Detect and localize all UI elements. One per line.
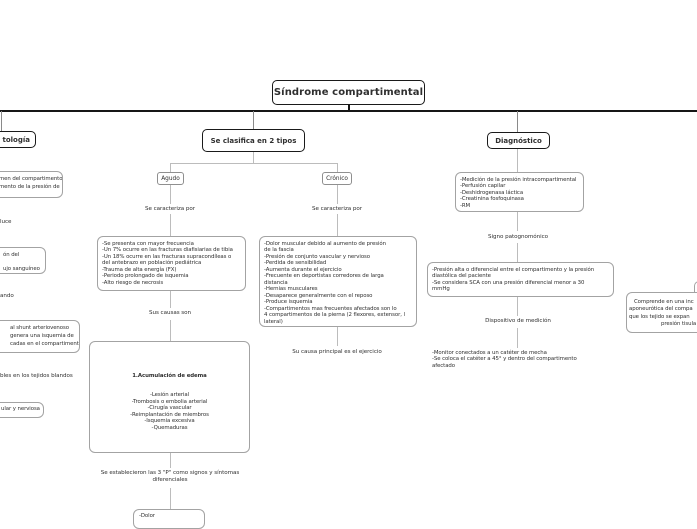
connector-line	[253, 111, 254, 130]
diagnostico-metodos-box[interactable]: -Medición de la presión intracompartimen…	[455, 172, 584, 212]
etiologia-box-volumen-text: men del compartimento mento de la presió…	[0, 176, 63, 190]
connector-line	[337, 185, 338, 204]
causa-seccion-detalle: -Lesión arterial -Trombosis o embolia ar…	[130, 392, 209, 431]
diagnostico-label-dispositivo: Dispositivo de medición	[485, 318, 551, 324]
etiologia-label-produce: luce	[0, 219, 12, 225]
cronico-caracteristicas-box[interactable]: -Dolor muscular debido al aumento de pre…	[259, 236, 417, 327]
connector-line	[337, 327, 338, 346]
connector-line	[517, 243, 518, 262]
connector-line	[170, 291, 171, 308]
connector-line	[348, 104, 350, 111]
tratamiento-fasciotomia-box[interactable]: Comprende en una inc aponeurótica del co…	[626, 292, 697, 333]
connector-line	[0, 110, 697, 112]
agudo-caracteristicas-text: -Se presenta con mayor frecuencia -Un 7%…	[102, 241, 233, 286]
causa-seccion-titulo: 1.Acumulación de edema	[132, 372, 207, 379]
connector-line	[170, 185, 171, 204]
connector-line	[337, 163, 338, 172]
etiologia-box-flujo-text: ón del ujo sanguíneo	[3, 252, 40, 272]
diagnostico-label-signo: Signo patognomónico	[487, 234, 549, 240]
causa-seccion: 1.Acumulación de edema -Lesión arterial …	[94, 360, 245, 444]
diagnostico-criterios-text: -Presión alta o diferencial entre el com…	[432, 267, 595, 293]
fasciotomia-line: que los tejido se expan	[629, 313, 690, 320]
agudo-label-3p: Se establecieron las 3 "P" como signos y…	[100, 470, 240, 483]
agudo-dolor-text: -Dolor	[139, 513, 155, 519]
connector-line	[170, 214, 171, 236]
diagnostico-node[interactable]: Diagnóstico	[487, 132, 550, 149]
cronico-label-causa-principal: Su causa principal es el ejercicio	[292, 349, 382, 355]
connector-line	[170, 163, 171, 172]
etiologia-node[interactable]: tología	[0, 131, 36, 148]
agudo-caracteristicas-box[interactable]: -Se presenta con mayor frecuencia -Un 7%…	[97, 236, 246, 291]
etiologia-box-lesion-text: ular y nerviosa	[1, 406, 40, 412]
etiologia-box-shunt[interactable]: al shunt arteriovenoso genera una isquem…	[0, 320, 80, 353]
diagnostico-criterios-box[interactable]: -Presión alta o diferencial entre el com…	[427, 262, 614, 297]
connector-line	[517, 149, 518, 172]
connector-line	[517, 111, 518, 132]
connector-line	[253, 152, 254, 163]
etiologia-box-shunt-text: al shunt arteriovenoso genera una isquem…	[10, 325, 80, 347]
etiologia-label-causando: ando	[0, 293, 14, 299]
connector-line	[170, 320, 171, 341]
diagnostico-dispositivo-detalle: -Monitor conectados a un catéter de mech…	[432, 350, 577, 369]
agudo-label-caracteriza: Se caracteriza por	[144, 206, 196, 212]
cronico-caracteristicas-text: -Dolor muscular debido al aumento de pre…	[264, 241, 405, 325]
connector-line	[170, 163, 337, 164]
connector-line	[517, 328, 518, 348]
agudo-label-causas: Sus causas son	[148, 310, 192, 316]
connector-line	[170, 453, 171, 468]
connector-line	[170, 488, 171, 509]
connector-line	[517, 212, 518, 231]
clasificacion-node[interactable]: Se clasifica en 2 tipos	[202, 129, 305, 152]
fasciotomia-line: Comprende en una inc	[634, 299, 694, 305]
connector-line	[517, 297, 518, 316]
fasciotomia-line: presión tisula	[661, 320, 697, 327]
diagnostico-metodos-text: -Medición de la presión intracompartimen…	[460, 177, 577, 209]
cronico-label-caracteriza: Se caracteriza por	[311, 206, 363, 212]
fasciotomia-line: aponeurótica del compa	[629, 306, 693, 313]
etiologia-box-lesion[interactable]: ular y nerviosa	[0, 402, 44, 418]
etiologia-box-flujo[interactable]: ón del ujo sanguíneo	[0, 247, 46, 274]
cronico-node[interactable]: Crónico	[322, 172, 352, 185]
etiologia-label-tejidos: bles en los tejidos blandos	[0, 373, 73, 379]
etiologia-box-volumen[interactable]: men del compartimento mento de la presió…	[0, 171, 63, 198]
connector-line	[1, 111, 2, 132]
agudo-causas-box[interactable]: 1.Acumulación de edema -Lesión arterial …	[89, 341, 250, 453]
agudo-node[interactable]: Agudo	[157, 172, 184, 185]
connector-line	[337, 214, 338, 236]
root-node-title[interactable]: Síndrome compartimental	[272, 80, 425, 105]
agudo-dolor-box[interactable]: -Dolor	[133, 509, 205, 529]
